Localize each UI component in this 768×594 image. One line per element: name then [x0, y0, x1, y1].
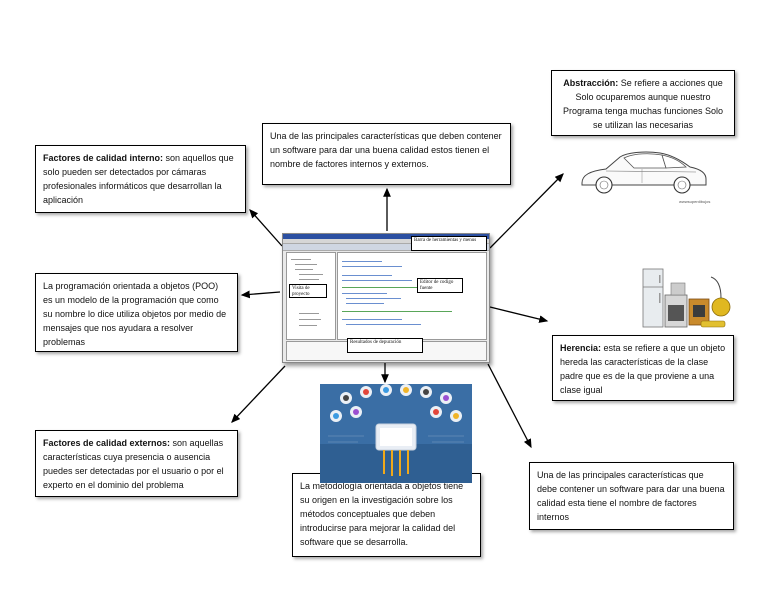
box-oop-text: La programación orientada a objetos (POO…: [43, 281, 227, 347]
box-oop: La programación orientada a objetos (POO…: [35, 273, 238, 352]
box-inheritance: Herencia: esta se refiere a que un objet…: [552, 335, 734, 401]
box-abstraction: Abstracción: Se refiere a acciones que S…: [551, 70, 735, 136]
home-appliances: [642, 268, 731, 328]
external-factors-text: son aquellas características cuya presen…: [43, 438, 224, 490]
box-internal-factors-2-text: Una de las principales características q…: [537, 470, 725, 522]
car-sketch: [581, 151, 707, 194]
box-methodology-text: La metodología orientada a objetos tiene…: [300, 481, 464, 547]
arrow-left: [240, 290, 281, 299]
box-internal-factors: Factores de calidad interno: son aquello…: [35, 145, 246, 213]
ide-title-bar: [283, 234, 489, 239]
box-quality-factors-text: Una de las principales características q…: [270, 131, 502, 169]
callout-project: Visita de proyecto: [289, 284, 327, 298]
box-internal-factors-2: Una de las principales características q…: [529, 462, 734, 530]
abstraction-title: Abstracción:: [563, 78, 619, 88]
box-quality-factors: Una de las principales características q…: [262, 123, 511, 185]
inheritance-text: esta se refiere a que un objeto hereda l…: [560, 343, 726, 395]
callout-editor: Editor de codigo fuente: [417, 278, 463, 293]
callout-debug: Resultados de depuración: [347, 338, 423, 353]
arrow-bottom-right: [487, 363, 532, 449]
callout-tools: Barra de herramientas y menus: [411, 236, 487, 251]
technology-icons: [320, 384, 472, 483]
arrow-top-left: [249, 209, 283, 247]
box-methodology: La metodología orientada a objetos tiene…: [292, 473, 481, 557]
abstraction-text: Se refiere a acciones que Solo ocuparemo…: [562, 78, 724, 130]
inheritance-title: Herencia:: [560, 343, 602, 353]
arrow-bottom-left: [231, 365, 286, 423]
car-credit: wwwsuperdibujos: [679, 199, 711, 204]
ide-code-editor: [337, 252, 487, 340]
arrow-top-right: [489, 173, 564, 249]
internal-factors-title: Factores de calidad interno:: [43, 153, 164, 163]
ide-menu-bar: [283, 239, 489, 244]
internal-factors-text: son aquellos que solo pueden ser detecta…: [43, 153, 234, 205]
external-factors-title: Factores de calidad externos:: [43, 438, 171, 448]
ide-screenshot: Barra de herramientas y menus Visita de …: [282, 233, 490, 363]
arrow-right: [489, 306, 549, 323]
ide-toolbar: [283, 244, 489, 251]
box-external-factors: Factores de calidad externos: son aquell…: [35, 430, 238, 497]
